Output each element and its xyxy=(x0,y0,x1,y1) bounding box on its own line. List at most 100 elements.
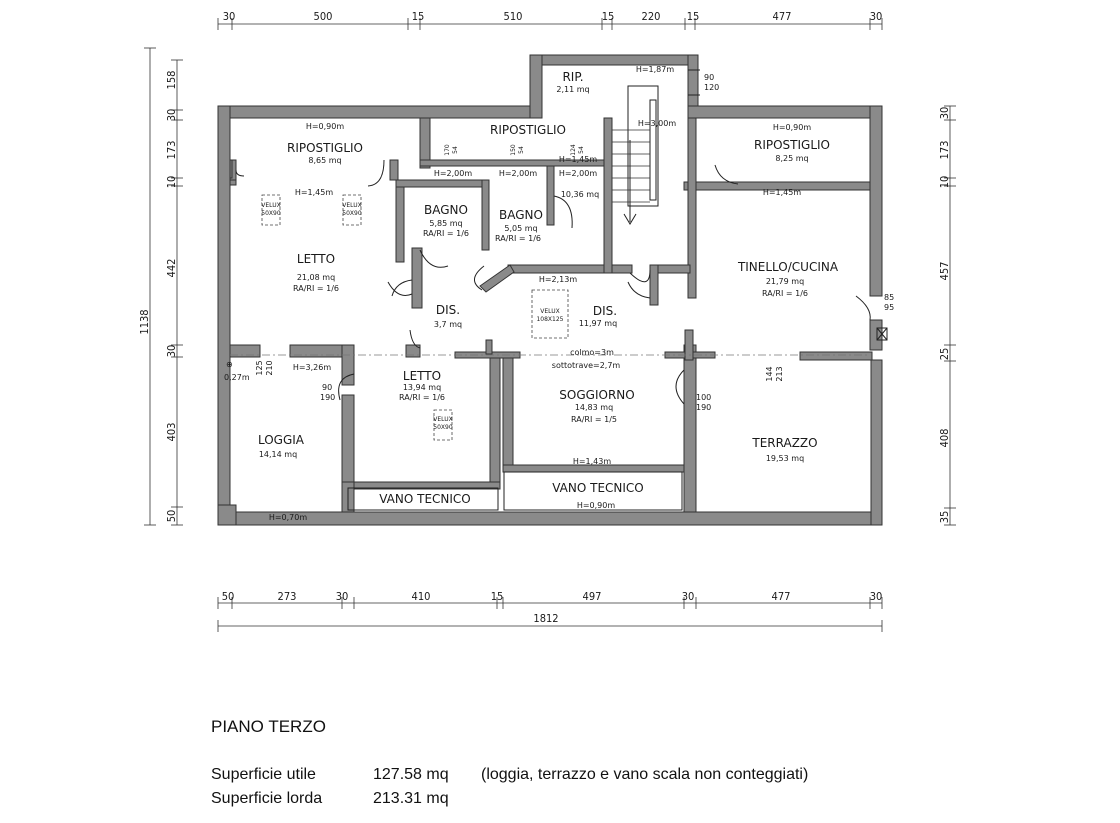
velux-1-label: VELUX xyxy=(261,202,280,209)
win-mark-9a: 144 xyxy=(765,366,774,381)
dim-bottom-6: 497 xyxy=(583,590,602,603)
rip-west-name: RIPOSTIGLIO xyxy=(287,141,363,155)
dim-top-7: 15 xyxy=(687,10,700,23)
dim-bottom-9: 30 xyxy=(870,590,883,603)
colmo-line2: sottotrave=2,7m xyxy=(552,361,621,370)
bagno1-area: 5,85 mq xyxy=(429,219,462,228)
win-mark-3a: 124 xyxy=(570,144,577,156)
letto1-name: LETTO xyxy=(297,252,335,266)
dim-bottom-1: 50 xyxy=(222,590,235,603)
rip-central-h4: H=2,00m xyxy=(559,169,598,178)
win-mark-5b: 95 xyxy=(884,303,894,312)
win-mark-7b: 190 xyxy=(320,393,335,402)
terrazzo-name: TERRAZZO xyxy=(751,436,817,450)
dim-left-3: 173 xyxy=(165,141,178,160)
letto1-area: 21,08 mq xyxy=(297,273,335,282)
win-mark-2b: 54 xyxy=(518,146,525,154)
soggiorno-ratio: RA/RI = 1/5 xyxy=(571,415,617,424)
rip-west-h-top: H=0,90m xyxy=(306,122,345,131)
staircase xyxy=(612,69,700,225)
vano2-name: VANO TECNICO xyxy=(552,481,644,495)
dim-left-5: 442 xyxy=(165,259,178,278)
rip-west-area: 8,65 mq xyxy=(308,156,341,165)
letto1-ratio: RA/RI = 1/6 xyxy=(293,284,339,293)
rip-central-name: RIPOSTIGLIO xyxy=(490,123,566,137)
dim-left-1: 158 xyxy=(165,71,178,90)
dim-top-3: 15 xyxy=(412,10,425,23)
bagno1-name: BAGNO xyxy=(424,203,468,217)
letto2-name: LETTO xyxy=(403,369,441,383)
bagno2-ratio: RA/RI = 1/6 xyxy=(495,234,541,243)
tinello-area: 21,79 mq xyxy=(766,277,804,286)
room-labels: H=0,90m RIPOSTIGLIO 8,65 mq H=1,45m RIPO… xyxy=(217,65,839,526)
dimension-lines: 30 500 15 510 15 220 15 477 30 50 273 30… xyxy=(138,10,956,632)
velux-2-label: VELUX xyxy=(342,202,361,209)
soggiorno-area: 14,83 mq xyxy=(575,403,613,412)
win-mark-2a: 150 xyxy=(510,144,517,156)
rip-central-h1: H=2,00m xyxy=(434,169,473,178)
surface-utile-label: Superficie utile xyxy=(211,766,316,783)
dis2-area: 11,97 mq xyxy=(579,319,617,328)
rip-west-h-bottom: H=1,45m xyxy=(295,188,334,197)
dim-left-7: 403 xyxy=(165,423,178,442)
dim-right-5: 25 xyxy=(938,348,951,361)
dim-top-6: 220 xyxy=(642,10,661,23)
dim-left-6: 30 xyxy=(165,345,178,358)
surface-lorda-value: 213.31 mq xyxy=(373,790,449,807)
colmo-line1: colmo=3m xyxy=(570,348,614,357)
tinello-name: TINELLO/CUCINA xyxy=(737,260,839,274)
win-mark-6a: 125 xyxy=(255,360,264,375)
win-mark-1a: 170 xyxy=(444,144,451,156)
loggia-corner-marker: ⊕ xyxy=(226,360,233,369)
stair-h1: H=1,87m xyxy=(636,65,675,74)
rip-central-h2: H=2,00m xyxy=(499,169,538,178)
dim-bottom-7: 30 xyxy=(682,590,695,603)
letto2-area: 13,94 mq xyxy=(403,383,441,392)
dis1-area: 3,7 mq xyxy=(434,320,462,329)
win-mark-4a: 90 xyxy=(704,73,714,82)
rip-east-h-bottom: H=1,45m xyxy=(763,188,802,197)
win-mark-4b: 120 xyxy=(704,83,719,92)
velux-3-size: 108X125 xyxy=(536,316,563,323)
dim-bottom-5: 15 xyxy=(491,590,504,603)
dim-top-5: 15 xyxy=(602,10,615,23)
win-mark-1b: 54 xyxy=(452,146,459,154)
rip-east-area: 8,25 mq xyxy=(775,154,808,163)
dim-top-8: 477 xyxy=(773,10,792,23)
velux-windows: VELUX 50X90 VELUX 50X90 VELUX 108X125 VE… xyxy=(261,194,569,441)
win-mark-9b: 213 xyxy=(775,366,784,381)
vano2-h: H=0,90m xyxy=(577,501,616,510)
dim-right-4: 457 xyxy=(938,262,951,281)
floor-title: PIANO TERZO xyxy=(211,717,326,736)
bagno2-area: 5,05 mq xyxy=(504,224,537,233)
surface-utile-value: 127.58 mq xyxy=(373,766,449,783)
dim-top-1: 30 xyxy=(223,10,236,23)
floor-plan: 30 500 15 510 15 220 15 477 30 50 273 30… xyxy=(138,10,956,632)
loggia-h-corner: 0,27m xyxy=(224,373,250,382)
velux-1-size: 50X90 xyxy=(261,210,281,217)
loggia-h-top: H=3,26m xyxy=(293,363,332,372)
walls xyxy=(217,54,888,526)
dis2-name: DIS. xyxy=(593,304,617,318)
win-mark-5a: 85 xyxy=(884,293,894,302)
win-mark-8b: 190 xyxy=(696,403,711,412)
loggia-h-bottom: H=0,70m xyxy=(269,513,308,522)
velux-3-label: VELUX xyxy=(540,308,559,315)
dim-left-total: 1138 xyxy=(138,309,151,334)
dim-bottom-2: 273 xyxy=(278,590,297,603)
soggiorno-h: H=1,43m xyxy=(573,457,612,466)
dim-left-2: 30 xyxy=(165,109,178,122)
dim-bottom-total: 1812 xyxy=(533,612,558,625)
hall-area: 10,36 mq xyxy=(561,190,599,199)
win-mark-6b: 210 xyxy=(265,360,274,375)
dim-left-8: 50 xyxy=(165,510,178,523)
dim-right-7: 35 xyxy=(938,511,951,524)
dim-right-6: 408 xyxy=(938,429,951,448)
dim-bottom-4: 410 xyxy=(412,590,431,603)
velux-4-label: VELUX xyxy=(433,416,452,423)
dis2-h: H=2,13m xyxy=(539,275,578,284)
rip-east-name: RIPOSTIGLIO xyxy=(754,138,830,152)
dim-top-4: 510 xyxy=(504,10,523,23)
